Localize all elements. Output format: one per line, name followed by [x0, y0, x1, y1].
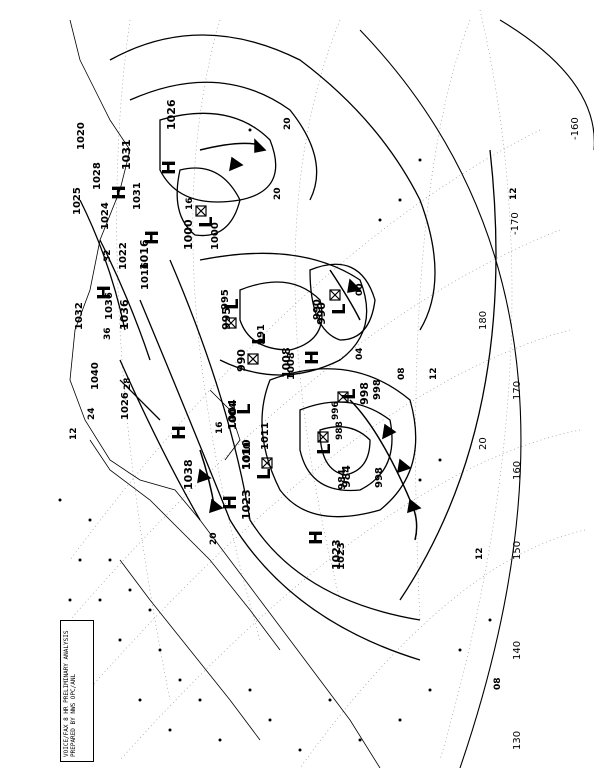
isobar-label: 12: [69, 427, 79, 440]
high-center: H: [94, 285, 115, 300]
low-center: L: [254, 469, 275, 480]
isobar-label: 1036: [104, 292, 115, 320]
coastline: [69, 19, 381, 768]
high-center: H: [142, 230, 163, 245]
isobar-label: 1000: [210, 222, 221, 250]
isobars: [79, 34, 497, 661]
isobar-label: 995: [220, 289, 231, 310]
isobar-label: 04: [355, 347, 365, 360]
isobar-label: 1040: [90, 362, 101, 390]
isobar-label: 991: [256, 324, 267, 345]
storm-center-marks: [195, 205, 349, 469]
isobar-label: 1024: [100, 202, 111, 230]
isobar-label: 1010: [242, 442, 253, 470]
longitude-label: -170: [510, 212, 521, 235]
isobar-label: 1026: [120, 392, 131, 420]
isobar-label: 1004: [228, 402, 239, 430]
high-value: 1023: [330, 539, 343, 570]
isobar-label: 1025: [72, 187, 83, 215]
low-center: L: [222, 299, 243, 310]
isobar-label: 16: [215, 421, 225, 434]
low-value: 984: [340, 465, 353, 488]
isobar-label: 12: [429, 367, 439, 380]
high-center: H: [306, 530, 327, 545]
isobar-label: 1032: [74, 302, 85, 330]
isobar-label: 984: [337, 469, 348, 490]
low-center: L: [314, 444, 335, 455]
longitude-label: 150: [512, 541, 523, 560]
isobar-label: 1011: [260, 422, 271, 450]
low-value: 990: [235, 349, 248, 372]
isobar-label: 28: [123, 377, 133, 390]
isobar-label: 1023: [336, 542, 347, 570]
lat-lon-grid: [69, 9, 586, 768]
low-value: 998: [358, 382, 371, 405]
station-plots: [58, 128, 492, 752]
low-value: 1010: [240, 439, 253, 470]
longitude-label: 170: [512, 381, 523, 400]
isobar-label: 12: [475, 547, 485, 560]
latitude-label: 20: [478, 437, 489, 450]
chart-border-arcs: [359, 19, 594, 768]
isobar-label: 990: [312, 299, 323, 320]
low-value: 990: [315, 302, 328, 325]
high-value: 1008: [280, 347, 293, 378]
low-center: L: [196, 217, 217, 228]
isobar-label: 988: [335, 421, 345, 440]
grid-labels: -160 -170 180 170 160 150 140 130 20: [478, 117, 581, 750]
isobar-label: 1020: [76, 122, 87, 150]
isobar-label: 998: [372, 379, 383, 400]
longitude-label: -160: [570, 117, 581, 140]
low-center: L: [234, 404, 255, 415]
isobar-label: 1016: [140, 262, 151, 290]
low-value: 1004: [226, 399, 239, 430]
isobar-label: 08: [493, 677, 503, 690]
longitude-label: 180: [478, 311, 489, 330]
isobar-label: 12: [509, 187, 519, 200]
high-center: H: [159, 160, 180, 175]
isobar-label: 36: [103, 327, 113, 340]
isobar-label: 1008: [286, 352, 297, 380]
isobar-label: 08: [397, 367, 407, 380]
isobar-label: 16: [185, 197, 195, 210]
isobar-label: 20: [273, 187, 283, 200]
high-center: H: [109, 185, 130, 200]
isobar-label: 1028: [92, 162, 103, 190]
high-value: 1038: [182, 459, 195, 490]
high-value: 1016: [138, 239, 151, 270]
high-center: H: [302, 350, 323, 365]
high-center: H: [169, 425, 190, 440]
isobar-label: 32: [103, 249, 113, 262]
isobar-label: 1031: [132, 182, 143, 210]
chart-title-line: VOICE/FAX 8 HR PRELIMINARY ANALYSIS: [63, 630, 70, 757]
low-center: L: [329, 304, 350, 315]
high-value: 1023: [240, 489, 253, 520]
chart-title-line: PREPARED BY NWS OPC/ANL: [70, 673, 77, 757]
isobar-label: 998: [374, 467, 385, 488]
low-center: L: [339, 389, 360, 400]
chart-title-box: VOICE/FAX 8 HR PRELIMINARY ANALYSIS PREP…: [60, 620, 94, 762]
high-value: 1026: [165, 99, 178, 130]
longitude-label: 130: [512, 731, 523, 750]
low-value: 1000: [182, 219, 195, 250]
isobar-label: 996: [331, 401, 341, 420]
pressure-centers: H 1026 H 1031 H 1016 H 1036 H 1008 H 102…: [94, 99, 371, 570]
longitude-label: 160: [512, 461, 523, 480]
isobar-label: 00: [355, 283, 365, 296]
isobar-labels: 1020 1024 1028 1032 1036 1040 1031 1026 …: [69, 117, 519, 690]
isobar-label: 24: [87, 407, 97, 420]
low-center: L: [249, 334, 270, 345]
high-value: 1031: [120, 139, 133, 170]
high-value: 1036: [118, 299, 131, 330]
longitude-label: 140: [512, 641, 523, 660]
fronts: [197, 138, 422, 541]
isobar-label: 1022: [118, 242, 129, 270]
isobar-label: 20: [209, 532, 219, 545]
high-center: H: [220, 495, 241, 510]
isobar-label: 20: [283, 117, 293, 130]
